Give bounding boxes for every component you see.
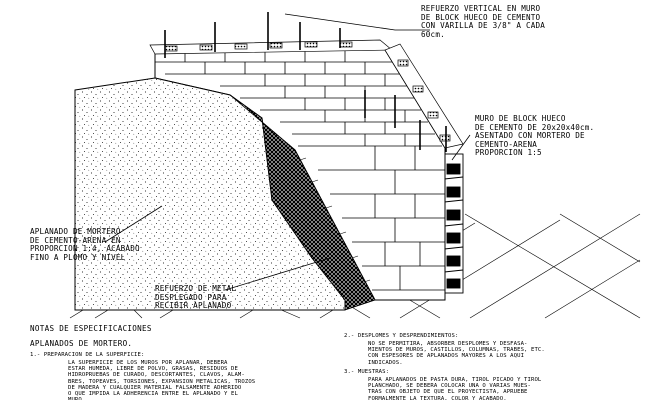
label-block-wall: MURO DE BLOCK HUECO DE CEMENTO DE 20x20x…	[475, 114, 595, 158]
expanded-metal-lath	[229, 94, 376, 311]
note-1-body: LA SUPERFICIE DE LOS MUROS POR APLANAR, …	[68, 360, 256, 400]
leader-lines	[104, 13, 471, 291]
lath-edge-marks	[299, 157, 371, 283]
note-2-heading: 2.- DESPLOMES Y DESPRENDIMIENTOS:	[344, 333, 459, 339]
label-mortar-render: APLANADO DE MORTERO DE CEMENTO-ARENA EN …	[30, 227, 140, 262]
note-1-heading: 1.- PREPARACION DE LA SUPERFICIE:	[30, 352, 145, 358]
block-top-cells	[149, 39, 464, 149]
label-vertical-reinforcement: REFUERZO VERTICAL EN MURO DE BLOCK HUECO…	[421, 4, 546, 39]
note-3-body: PARA APLANADOS DE PASTA DURA, TIROL PICA…	[368, 377, 542, 400]
label-metal-lath: REFUERZO DE METAL DESPLEGADO PARA RECIBI…	[155, 284, 237, 311]
vertical-rebars	[164, 12, 447, 152]
note-2-body: NO SE PERMITIRA, ABSORBER DESPLOMES Y DE…	[368, 341, 545, 366]
note-3-heading: 3.- MUESTRAS:	[344, 369, 390, 375]
notes-title: NOTAS DE ESPECIFICACIONES	[30, 324, 152, 333]
notes-subtitle: APLANADOS DE MORTERO.	[30, 339, 133, 348]
